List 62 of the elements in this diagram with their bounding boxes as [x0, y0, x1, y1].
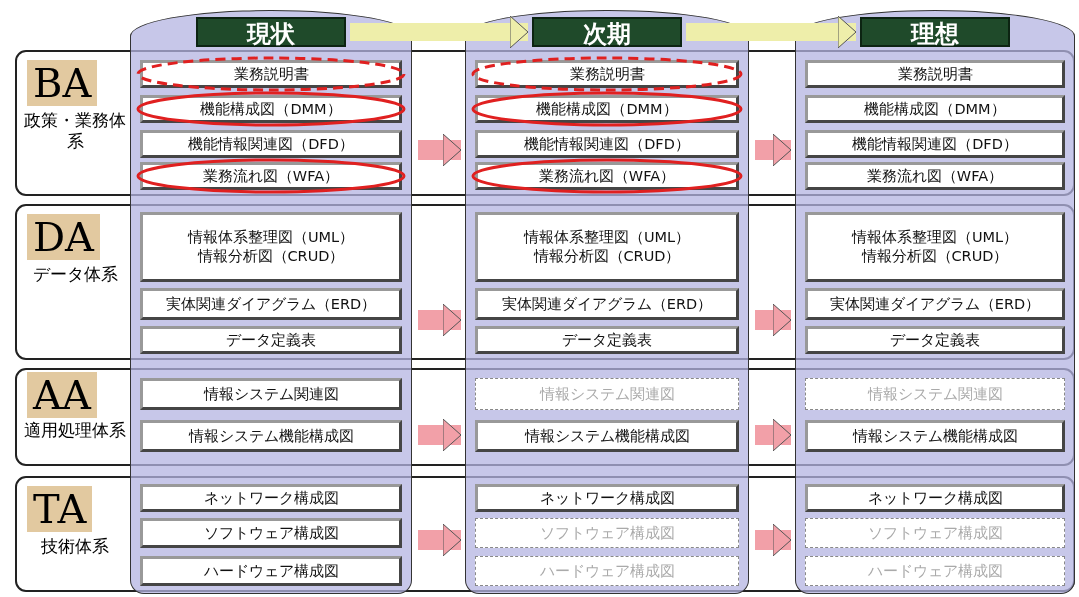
block-arrow [755, 523, 792, 557]
document-box: 情報システム機能構成図 [805, 420, 1065, 452]
box-text: 情報分析図（CRUD） [861, 247, 1009, 266]
document-box: 実体関連ダイアグラム（ERD） [475, 288, 739, 320]
document-box [140, 212, 402, 282]
document-box: 機能情報関連図（DFD） [475, 130, 739, 158]
document-box: 業務説明書 [805, 60, 1065, 88]
placeholder-box: 情報システム関連図 [475, 378, 739, 410]
row-code-label: AA [27, 372, 97, 418]
block-arrow [755, 418, 792, 452]
document-box: 業務流れ図（WFA） [805, 162, 1065, 190]
document-box: 機能情報関連図（DFD） [140, 130, 402, 158]
document-box: 実体関連ダイアグラム（ERD） [805, 288, 1065, 320]
row-code-label: DA [27, 214, 100, 260]
placeholder-box: ソフトウェア構成図 [805, 518, 1065, 548]
document-box: 実体関連ダイアグラム（ERD） [140, 288, 402, 320]
row-title: 政策・業務体系 [23, 110, 127, 152]
document-box: ネットワーク構成図 [475, 484, 739, 512]
document-box: データ定義表 [805, 326, 1065, 354]
document-box: ネットワーク構成図 [805, 484, 1065, 512]
document-box: ソフトウェア構成図 [140, 518, 402, 548]
row-title: 技術体系 [40, 536, 110, 557]
block-arrow [418, 523, 462, 557]
placeholder-box: ハードウェア構成図 [805, 556, 1065, 586]
document-box: 業務説明書 [475, 60, 739, 88]
block-arrow [350, 15, 529, 49]
document-box [805, 212, 1065, 282]
box-text: 情報体系整理図（UML） [851, 228, 1019, 247]
column-header: 次期 [532, 17, 682, 47]
block-arrow [686, 15, 857, 49]
document-box [475, 212, 739, 282]
document-box: 情報システム関連図 [140, 378, 402, 410]
document-box: ネットワーク構成図 [140, 484, 402, 512]
block-arrow [418, 303, 462, 337]
placeholder-box: ハードウェア構成図 [475, 556, 739, 586]
box-text: 情報分析図（CRUD） [197, 247, 345, 266]
document-box: 業務説明書 [140, 60, 402, 88]
placeholder-box: 情報システム関連図 [805, 378, 1065, 410]
row-title: データ体系 [31, 264, 119, 285]
placeholder-box: ソフトウェア構成図 [475, 518, 739, 548]
column-header: 現状 [196, 17, 346, 47]
column-header: 理想 [860, 17, 1010, 47]
document-box: 機能構成図（DMM） [805, 95, 1065, 123]
block-arrow [418, 418, 462, 452]
block-arrow [755, 133, 792, 167]
column-cylinder [795, 10, 1075, 594]
box-text: 情報分析図（CRUD） [533, 247, 681, 266]
block-arrow [755, 303, 792, 337]
document-box: データ定義表 [475, 326, 739, 354]
document-box: 情報システム機能構成図 [140, 420, 402, 452]
row-code-label: TA [27, 486, 93, 532]
row-title: 適用処理体系 [23, 420, 127, 441]
box-text: 情報体系整理図（UML） [523, 228, 691, 247]
document-box: データ定義表 [140, 326, 402, 354]
column-cylinder [130, 10, 412, 594]
column-cylinder [465, 10, 749, 594]
row-code-label: BA [27, 60, 98, 106]
block-arrow [418, 133, 462, 167]
document-box: 機能情報関連図（DFD） [805, 130, 1065, 158]
document-box: ハードウェア構成図 [140, 556, 402, 586]
document-box: 情報システム機能構成図 [475, 420, 739, 452]
box-text: 情報体系整理図（UML） [187, 228, 355, 247]
